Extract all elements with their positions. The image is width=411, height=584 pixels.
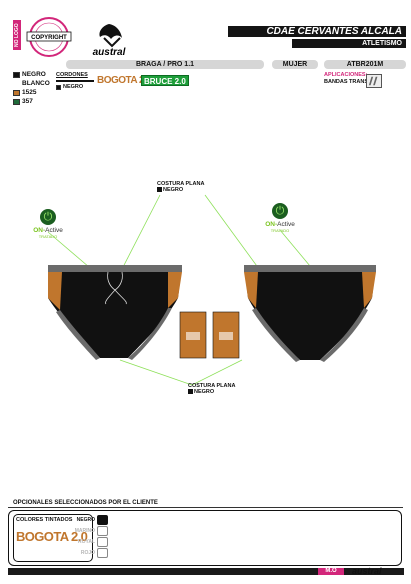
footer-mo-badge: M.O <box>318 568 344 575</box>
power-icon <box>272 203 288 219</box>
options-bogota-logo: BOGOTA 2.0 <box>16 529 88 544</box>
options-divider <box>8 507 403 508</box>
color-swatch <box>13 99 20 105</box>
seal-text: COPYRIGHT <box>31 35 67 41</box>
color-swatch <box>13 72 20 78</box>
tint-checkbox[interactable] <box>97 536 108 547</box>
transfer-bands-icon <box>366 74 382 88</box>
options-title: OPCIONALES SELECCIONADOS POR EL CLIENTE <box>13 500 158 506</box>
color-swatch <box>157 187 162 192</box>
color-item-357: 357 <box>13 98 33 106</box>
color-swatch <box>13 90 20 96</box>
tint-checkbox[interactable] <box>97 525 108 536</box>
aplicaciones-title: APLICACIONES: <box>324 72 368 78</box>
footer-bar <box>8 568 404 575</box>
color-item-blanco: BLANCO <box>22 80 50 87</box>
no-logo-vertical-label: NO LOGO <box>13 20 21 50</box>
tint-option-rojo[interactable]: ROJO <box>62 547 108 558</box>
colores-tintados-title: COLORES TINTADOS <box>16 517 73 523</box>
gender-pill: MUJER <box>272 60 318 69</box>
color-swatch <box>56 84 61 90</box>
austral-logo-text: austral <box>93 47 126 58</box>
club-name-bar: CDAE CERVANTES ALCALÁ <box>228 26 406 37</box>
costura-top-annotation: COSTURA PLANA NEGRO <box>157 181 205 193</box>
tint-option-royal[interactable]: ROYAL <box>62 536 108 547</box>
tint-option-marino[interactable]: MARINO <box>62 525 108 536</box>
garment-illustration <box>47 194 376 386</box>
product-code-pill: ATBR201M <box>324 60 406 69</box>
bogota-fabric-logo: BOGOTA 2.0 <box>97 75 152 86</box>
back-brief <box>244 265 376 362</box>
tint-checkbox[interactable] <box>97 547 108 558</box>
costura-bottom-annotation: COSTURA PLANA NEGRO <box>188 383 236 395</box>
tint-checkbox[interactable] <box>97 514 108 525</box>
sport-bar: ATLETISMO <box>292 39 406 48</box>
color-swatch <box>188 389 193 394</box>
copyright-seal: COPYRIGHT <box>26 17 72 57</box>
austral-logo: austral <box>93 24 126 58</box>
cordones-value: NEGRO <box>56 84 83 90</box>
tint-option-negro[interactable]: NEGRO <box>62 514 108 525</box>
front-brief <box>48 265 182 360</box>
color-item-negro: NEGRO <box>13 71 46 79</box>
colores-tintados-panel <box>13 514 93 562</box>
power-icon <box>40 209 56 225</box>
options-panel <box>8 510 402 566</box>
color-item-1525: 1525 <box>13 89 36 97</box>
footer-austral-logo: austral <box>352 566 382 576</box>
side-panels <box>179 311 240 359</box>
model-pill: BRAGA / PRO 1.1 <box>66 60 264 69</box>
cordones-title: CORDONES <box>56 72 88 78</box>
onactive-badge-front: ON-Active TRATADO <box>28 209 68 239</box>
aplicaciones-value: BANDAS TRANSFER <box>324 79 379 85</box>
cordones-line <box>56 80 94 82</box>
tint-color-list: NEGRO MARINO ROYAL ROJO <box>62 514 108 558</box>
bruce-fabric-logo: BRUCE 2.0 <box>141 75 189 86</box>
